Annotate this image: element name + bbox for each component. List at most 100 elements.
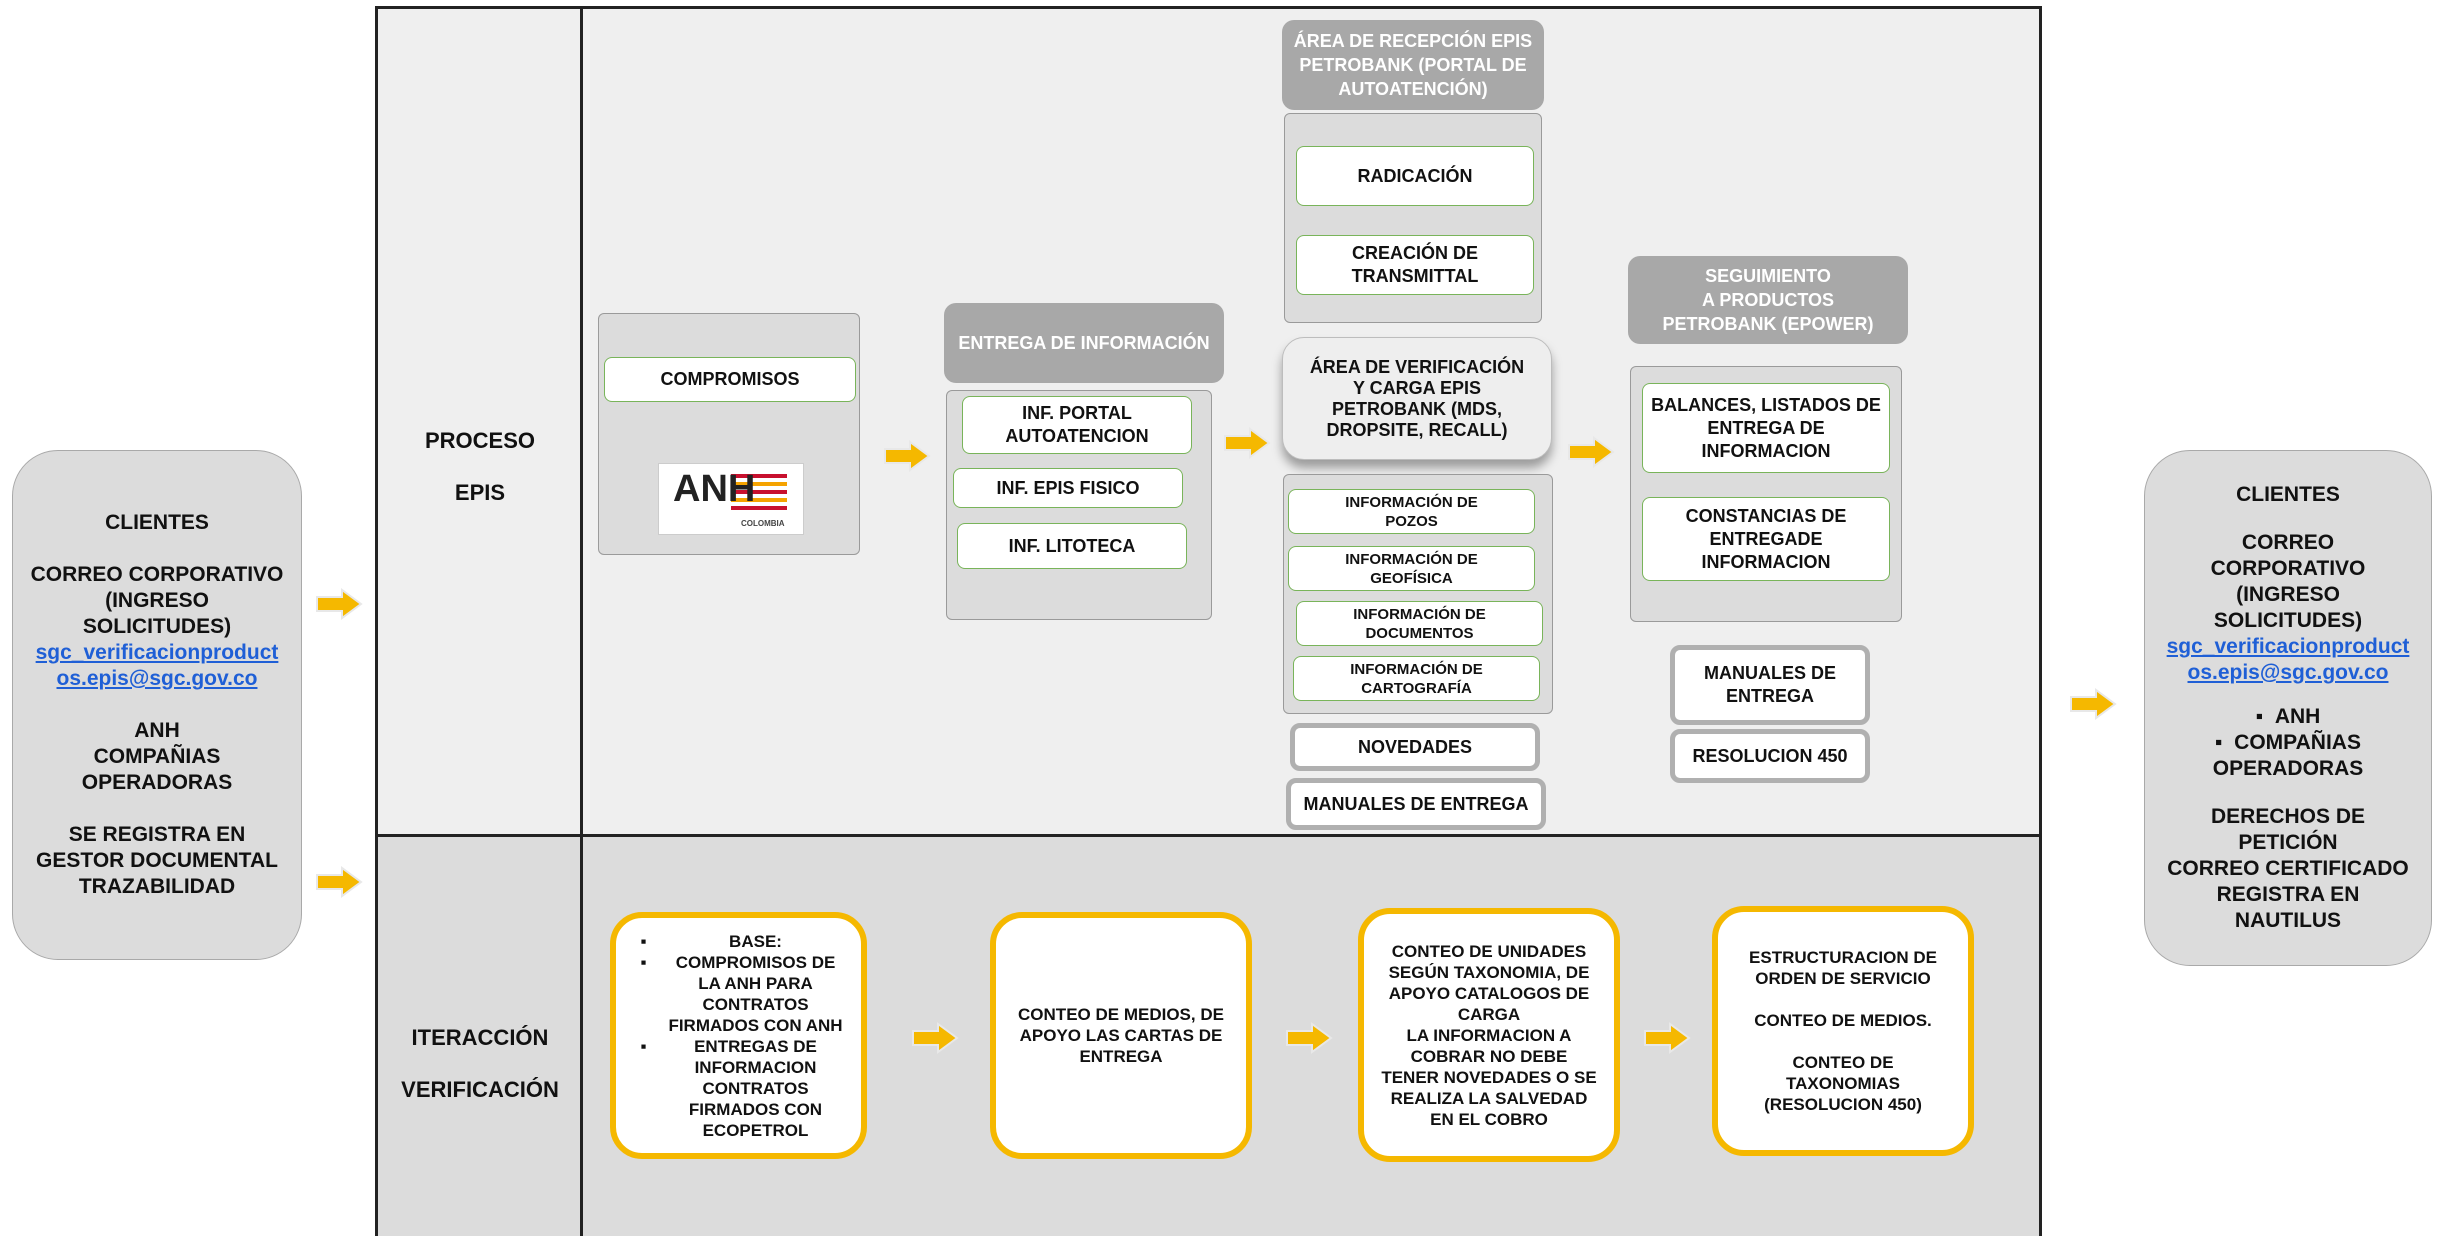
info-pozos-item[interactable]: INFORMACIÓN DE POZOS — [1288, 489, 1535, 534]
balances-line2: ENTREGA DE — [1707, 417, 1825, 438]
inf-epis-fisico-item[interactable]: INF. EPIS FISICO — [953, 468, 1183, 508]
conteo-unidades-line5: LA INFORMACION A — [1406, 1025, 1572, 1045]
right-clients-anh: ANH — [2274, 705, 2321, 728]
left-clients-line3: SOLICITUDES) — [82, 615, 232, 638]
balances-line1: BALANCES, LISTADOS DE — [1651, 394, 1881, 415]
right-clients-line3: (INGRESO — [2236, 583, 2340, 606]
right-arrow-icon — [1286, 1022, 1333, 1054]
recepcion-header-line3: AUTOATENCIÓN) — [1338, 79, 1488, 99]
right-clients-derechos2: PETICIÓN — [2238, 831, 2338, 854]
info-geofisica-line1: INFORMACIÓN DE — [1345, 550, 1478, 568]
row-label-proceso-line2: EPIS — [454, 480, 506, 505]
iteracion-b1-line4: FIRMADOS CON ANH — [668, 1015, 843, 1035]
verificacion-line1: ÁREA DE VERIFICACIÓN — [1309, 356, 1525, 377]
anh-logo: ANH COLOMBIA — [658, 463, 804, 535]
row-label-iteracion: ITERACCIÓN VERIFICACIÓN — [382, 1012, 578, 1116]
transmittal-line1: CREACIÓN DE — [1351, 243, 1478, 263]
iteracion-b2-line4: FIRMADOS CON — [688, 1099, 823, 1119]
right-clients-line4: SOLICITUDES) — [2213, 609, 2363, 632]
info-cartografia-line1: INFORMACIÓN DE — [1350, 660, 1483, 678]
estructuracion-line4: CONTEO DE — [1792, 1053, 1894, 1072]
conteo-unidades-line2: SEGÚN TAXONOMIA, DE — [1388, 962, 1590, 982]
right-clients-line1: CORREO — [2241, 531, 2335, 554]
right-email-link-part1[interactable]: sgc_verificacionproduct — [2166, 635, 2410, 658]
estructuracion-line2: ORDEN DE SERVICIO — [1755, 969, 1931, 988]
verificacion-header: ÁREA DE VERIFICACIÓN Y CARGA EPIS PETROB… — [1282, 337, 1552, 460]
info-pozos-line2: POZOS — [1385, 512, 1438, 530]
left-clients-panel: CLIENTES CORREO CORPORATIVO (INGRESO SOL… — [12, 450, 302, 960]
transmittal-line2: TRANSMITTAL — [1351, 266, 1479, 286]
left-clients-companias: COMPAÑIAS — [93, 745, 221, 768]
manuales-entrega-label: MANUALES DE ENTREGA — [1303, 793, 1529, 814]
conteo-unidades-line8: REALIZA LA SALVEDAD — [1390, 1088, 1588, 1108]
transmittal-item[interactable]: CREACIÓN DE TRANSMITTAL — [1296, 235, 1534, 295]
radicacion-item[interactable]: RADICACIÓN — [1296, 146, 1534, 206]
right-arrow-icon — [1644, 1022, 1691, 1054]
constancias-line2: ENTREGADE — [1709, 528, 1823, 549]
iteracion-b2-line3: CONTRATOS — [702, 1078, 809, 1098]
inf-litoteca-label: INF. LITOTECA — [1008, 535, 1136, 556]
conteo-unidades-line6: COBRAR NO DEBE — [1410, 1046, 1568, 1066]
iteracion-entregas-bullet: ENTREGAS DE INFORMACION CONTRATOS FIRMAD… — [640, 1036, 842, 1141]
anh-logo-text: ANH — [673, 468, 756, 510]
right-email-link-part2[interactable]: os.epis@sgc.gov.co — [2187, 661, 2389, 684]
frame-divider — [580, 6, 583, 1236]
right-clients-registra1: REGISTRA EN — [2216, 883, 2360, 906]
iteracion-base-label: BASE: — [729, 931, 782, 951]
right-clients-title: CLIENTES — [2236, 483, 2340, 506]
right-clients-panel: CLIENTES CORREO CORPORATIVO (INGRESO SOL… — [2144, 450, 2432, 966]
left-email-link-part1[interactable]: sgc_verificacionproduct — [35, 641, 279, 664]
inf-portal-item[interactable]: INF. PORTAL AUTOATENCION — [962, 396, 1192, 454]
recepcion-header-line1: ÁREA DE RECEPCIÓN EPIS — [1293, 31, 1533, 51]
verificacion-line4: DROPSITE, RECALL) — [1326, 419, 1508, 440]
right-clients-operadoras: OPERADORAS — [2212, 757, 2364, 780]
verificacion-line2: Y CARGA EPIS — [1352, 377, 1482, 398]
right-clients-companias-bullet: ▪ COMPAÑIAS — [2215, 731, 2361, 754]
iteracion-b2-line2: INFORMACION — [694, 1057, 817, 1077]
entrega-header-label: ENTREGA DE INFORMACIÓN — [958, 333, 1210, 353]
iteracion-b1-line1: COMPROMISOS DE — [675, 952, 836, 972]
inf-portal-line2: AUTOATENCION — [1005, 426, 1149, 446]
iteracion-base-box: BASE: COMPROMISOS DE LA ANH PARA CONTRAT… — [610, 912, 867, 1159]
conteo-medios-box: CONTEO DE MEDIOS, DE APOYO LAS CARTAS DE… — [990, 912, 1252, 1159]
frame-row-divider — [375, 834, 2042, 837]
resolucion-item[interactable]: RESOLUCION 450 — [1670, 729, 1870, 783]
balances-item[interactable]: BALANCES, LISTADOS DE ENTREGA DE INFORMA… — [1642, 383, 1890, 473]
iteracion-b2-line1: ENTREGAS DE — [694, 1036, 817, 1056]
info-pozos-line1: INFORMACIÓN DE — [1345, 493, 1478, 511]
left-email-link-part2[interactable]: os.epis@sgc.gov.co — [56, 667, 258, 690]
right-arrow-icon — [912, 1022, 959, 1054]
info-documentos-item[interactable]: INFORMACIÓN DE DOCUMENTOS — [1296, 601, 1543, 646]
seguimiento-manuales-item[interactable]: MANUALES DE ENTREGA — [1670, 645, 1870, 725]
manuales-entrega-item[interactable]: MANUALES DE ENTREGA — [1286, 778, 1546, 830]
inf-litoteca-item[interactable]: INF. LITOTECA — [957, 523, 1187, 569]
iteracion-b1-line2: LA ANH PARA — [698, 973, 813, 993]
row-label-iteracion-line1: ITERACCIÓN — [411, 1025, 549, 1050]
right-arrow-icon — [1224, 427, 1271, 459]
recepcion-header: ÁREA DE RECEPCIÓN EPIS PETROBANK (PORTAL… — [1282, 20, 1544, 110]
estructuracion-line6: (RESOLUCION 450) — [1764, 1095, 1922, 1114]
info-geofisica-item[interactable]: INFORMACIÓN DE GEOFÍSICA — [1288, 546, 1535, 591]
verificacion-line3: PETROBANK (MDS, — [1332, 398, 1502, 419]
info-cartografia-item[interactable]: INFORMACIÓN DE CARTOGRAFÍA — [1293, 656, 1540, 701]
conteo-unidades-line9: EN EL COBRO — [1430, 1109, 1548, 1129]
constancias-item[interactable]: CONSTANCIAS DE ENTREGADE INFORMACION — [1642, 497, 1890, 581]
row-label-proceso: PROCESO EPIS — [382, 415, 578, 519]
left-clients-line2: (INGRESO — [105, 589, 209, 612]
row-label-proceso-line1: PROCESO — [424, 428, 536, 453]
iteracion-b1-line3: CONTRATOS — [702, 994, 809, 1014]
compromisos-button[interactable]: COMPROMISOS — [604, 357, 856, 402]
estructuracion-line1: ESTRUCTURACION DE — [1749, 948, 1937, 967]
novedades-item[interactable]: NOVEDADES — [1290, 723, 1540, 771]
conteo-medios-line1: CONTEO DE MEDIOS, DE — [1018, 1005, 1224, 1024]
right-clients-line2: CORPORATIVO — [2210, 557, 2366, 580]
frame-right-border — [2039, 6, 2042, 1236]
left-clients-operadoras: OPERADORAS — [81, 771, 233, 794]
conteo-unidades-line4: CARGA — [1457, 1004, 1521, 1024]
seguimiento-line3: PETROBANK (EPOWER) — [1662, 314, 1874, 334]
inf-portal-line1: INF. PORTAL — [1022, 403, 1132, 423]
constancias-line1: CONSTANCIAS DE — [1685, 505, 1847, 526]
info-documentos-line1: INFORMACIÓN DE — [1353, 605, 1486, 623]
info-geofisica-line2: GEOFÍSICA — [1370, 569, 1453, 587]
iteracion-base-bullet: BASE: — [640, 931, 842, 952]
